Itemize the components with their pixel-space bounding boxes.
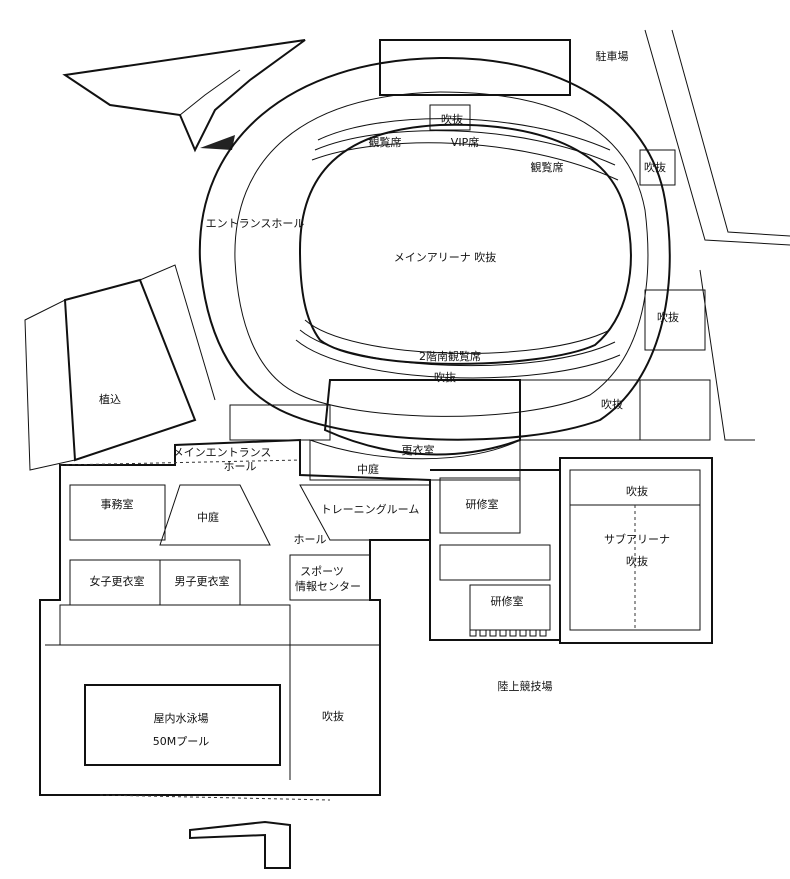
label-courtyard-west: 中庭: [197, 510, 219, 524]
swimming-pool: [84, 684, 281, 766]
northwest-wing: [62, 39, 306, 153]
label-office: 事務室: [101, 497, 134, 511]
label-void-southeast: 吹抜: [601, 397, 623, 411]
label-main-arena: メインアリーナ 吹抜: [394, 250, 497, 264]
label-sports-info-2: 情報センター: [295, 580, 361, 593]
label-void-northeast: 吹抜: [644, 160, 666, 174]
room-labels: 駐車場 吹抜 観覧席 VIP席 観覧席 吹抜 エントランスホール メインアリーナ…: [90, 49, 680, 748]
label-pool-50m: 50Mプール: [153, 735, 210, 748]
label-parking: 駐車場: [596, 49, 629, 63]
label-planting: 植込: [99, 392, 121, 406]
label-locker-room: 更衣室: [402, 443, 435, 457]
label-seminar-room-2: 研修室: [491, 594, 524, 608]
label-void-top: 吹抜: [441, 112, 463, 126]
label-courtyard-east: 中庭: [357, 462, 379, 476]
label-hall: ホール: [294, 533, 327, 546]
south-annex: [189, 820, 291, 869]
label-entrance-hall: エントランスホール: [206, 217, 305, 230]
label-void-sub-arena: 吹抜: [626, 484, 648, 498]
label-south-seats: 2階南観覧席: [419, 349, 481, 363]
label-mens-locker: 男子更衣室: [175, 574, 230, 588]
label-seats-west: 観覧席: [369, 135, 402, 149]
sub-arena-building: [559, 457, 713, 644]
label-main-entrance-1: メインエントランス: [173, 446, 272, 459]
label-womens-locker: 女子更衣室: [90, 574, 145, 588]
label-void-pool: 吹抜: [322, 709, 344, 723]
west-complex: [39, 438, 431, 801]
label-athletics-field: 陸上競技場: [498, 679, 553, 693]
label-indoor-pool: 屋内水泳場: [154, 711, 209, 725]
label-sub-arena-2: 吹抜: [626, 554, 648, 568]
label-sports-info-1: スポーツ: [300, 565, 344, 578]
label-training-room: トレーニングルーム: [321, 502, 420, 516]
label-vip-seats: VIP席: [451, 135, 479, 149]
label-seats-east: 観覧席: [531, 160, 564, 174]
label-void-south: 吹抜: [434, 370, 456, 384]
site-road-lines: [644, 29, 790, 441]
planting-area: [24, 264, 216, 471]
seminar-block: [429, 469, 561, 641]
label-sub-arena-1: サブアリーナ: [604, 532, 670, 546]
label-main-entrance-2: ホール: [224, 460, 257, 473]
main-arena-building: [198, 39, 711, 456]
label-void-east: 吹抜: [657, 310, 679, 324]
label-seminar-room-1: 研修室: [466, 497, 499, 511]
column-row: [469, 629, 547, 637]
central-rooms: [229, 404, 521, 481]
